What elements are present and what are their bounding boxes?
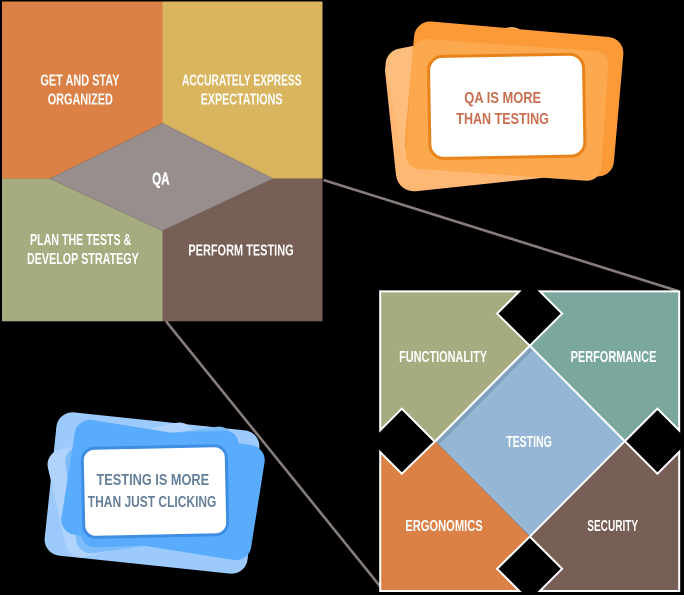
svg-text:FUNCTIONALITY: FUNCTIONALITY (399, 349, 488, 366)
svg-text:ACCURATELY EXPRESS: ACCURATELY EXPRESS (182, 73, 302, 90)
svg-text:TESTING: TESTING (506, 434, 552, 451)
svg-text:GET AND STAY: GET AND STAY (40, 73, 120, 90)
svg-text:TESTING IS MORE: TESTING IS MORE (97, 472, 210, 489)
svg-text:QA IS MORE: QA IS MORE (464, 90, 541, 107)
svg-text:DEVELOP STRATEGY: DEVELOP STRATEGY (27, 251, 139, 268)
svg-text:EXPECTATIONS: EXPECTATIONS (201, 92, 283, 109)
svg-text:PERFORMANCE: PERFORMANCE (571, 349, 657, 366)
svg-text:PLAN THE TESTS &: PLAN THE TESTS & (30, 232, 131, 249)
svg-text:ERGONOMICS: ERGONOMICS (405, 518, 483, 535)
svg-text:PERFORM TESTING: PERFORM TESTING (188, 243, 293, 260)
svg-text:THAN JUST CLICKING: THAN JUST CLICKING (88, 494, 217, 511)
svg-text:THAN TESTING: THAN TESTING (456, 111, 549, 128)
svg-text:ORGANIZED: ORGANIZED (48, 92, 113, 109)
svg-text:SECURITY: SECURITY (587, 518, 638, 535)
svg-text:QA: QA (152, 168, 169, 188)
